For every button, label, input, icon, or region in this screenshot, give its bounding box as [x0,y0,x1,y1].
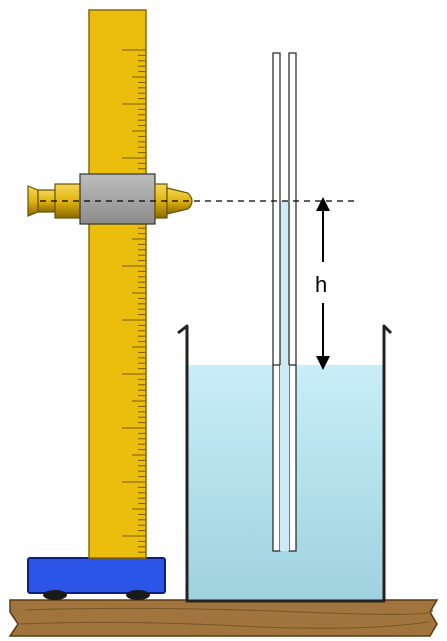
eyepiece-rear [27,185,39,217]
objective-lens [166,187,193,215]
traveling-microscope [27,173,193,225]
ruler-tick-marks [122,49,146,553]
vertical-ruler [88,9,147,559]
base-foot-right [126,590,150,600]
wooden-board [8,599,439,637]
base-foot-left [43,590,67,600]
ruler-base [27,557,166,600]
height-label: h [315,272,327,297]
height-indicator: h [315,197,330,370]
beaker [177,324,393,603]
slider-clamp [79,173,156,225]
